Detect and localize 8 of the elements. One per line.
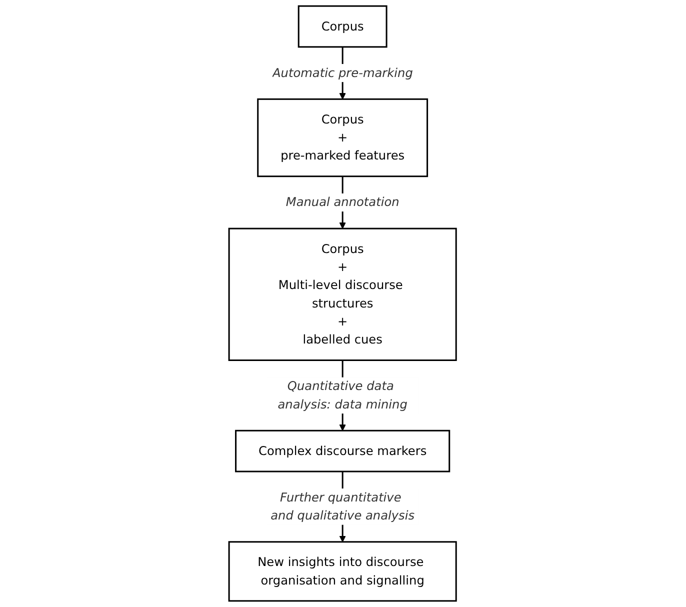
node-box: Complex discourse markers xyxy=(235,430,451,472)
node-box: Corpus xyxy=(298,5,388,48)
edge-label: Further quantitative and qualitative analysis xyxy=(271,490,415,523)
edge-label: Quantitative data analysis: data mining xyxy=(278,378,408,412)
node-box: New insights into discourse organisation and signalling xyxy=(228,541,458,602)
node-box: Corpus + Multi-level discourse structures + labelled cues xyxy=(228,228,458,362)
node-box: Corpus + pre-marked features xyxy=(258,98,428,178)
edge-label: Manual annotation xyxy=(286,194,400,210)
